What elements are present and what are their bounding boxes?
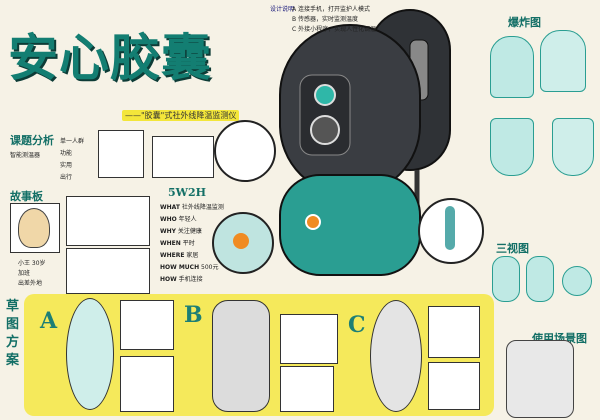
- story-frame: [66, 196, 150, 246]
- design-label: 设计说明: [270, 6, 295, 13]
- analysis-item: 单一人群: [60, 138, 85, 145]
- three-view-title: 三视图: [496, 242, 529, 255]
- view-front: [492, 256, 520, 302]
- analysis-item: 出行: [60, 174, 73, 181]
- w5h2-row: WHERE 家居: [160, 252, 199, 259]
- view-top: [562, 266, 592, 296]
- explode-part: [552, 118, 594, 176]
- w5h2-title: 5W2H: [168, 186, 207, 199]
- sketch-c-body: [370, 300, 422, 412]
- sketch-label-a: A: [40, 308, 58, 334]
- explode-part: [540, 30, 586, 92]
- capsule-render: [279, 9, 451, 276]
- usage-hand-phone: [506, 340, 574, 418]
- story-text: 出差外地: [18, 280, 43, 287]
- explode-title: 爆炸图: [508, 16, 541, 29]
- w5h2-row: WHY 关注健康: [160, 228, 202, 235]
- w5h2-row: WHO 年轻人: [160, 216, 197, 223]
- indicator-icon: [233, 233, 249, 249]
- detail-circle-top: [214, 120, 276, 182]
- story-text: 小王 30岁: [18, 260, 46, 267]
- port-icon: [445, 206, 455, 250]
- analysis-item: 实用: [60, 162, 73, 169]
- storyboard-title: 故事板: [10, 190, 43, 203]
- analysis-title: 课题分析: [10, 134, 54, 147]
- w5h2-row: HOW MUCH 500元: [160, 264, 219, 271]
- analysis-tree: 单一人群 功能 实用 出行: [60, 138, 84, 182]
- sketch-title: 草图方案: [6, 299, 20, 368]
- page-subtitle: ——"胶囊"式社外线降温监测仪: [122, 110, 240, 121]
- page-title: 安心胶囊: [8, 28, 212, 87]
- analysis-left: 智能测温器: [10, 152, 41, 159]
- sketch-a-body: [66, 298, 114, 410]
- view-side: [526, 256, 554, 302]
- sketch-c-view: [428, 362, 480, 410]
- w5h2-table: WHAT 社外线降温监测 WHO 年轻人 WHY 关注健康 WHEN 平时 WH…: [160, 204, 230, 284]
- design-notes: A 连接手机，打开监护人模式 B 传感器，实时监测温度 C 外接小程序，实现人性…: [292, 6, 377, 33]
- sketch-b-view: [280, 366, 334, 412]
- w5h2-row: HOW 手机连接: [160, 276, 203, 283]
- sketch-b-view: [280, 314, 338, 364]
- sketch-a-view: [120, 356, 174, 412]
- sketch-b-body: [212, 300, 270, 412]
- explode-part: [490, 118, 534, 176]
- story-frame: [66, 248, 150, 294]
- sketch-label-b: B: [184, 302, 203, 328]
- person-icon: [18, 208, 50, 248]
- w5h2-row: WHAT 社外线降温监测: [160, 204, 224, 211]
- analysis-box: [98, 130, 144, 178]
- explode-part: [490, 36, 534, 98]
- sketch-label-c: C: [348, 312, 366, 338]
- sketch-a-view: [120, 300, 174, 350]
- sketch-c-view: [428, 306, 480, 358]
- analysis-box-2: [152, 136, 214, 178]
- story-text: 加班: [18, 270, 31, 277]
- analysis-item: 功能: [60, 150, 73, 157]
- w5h2-row: WHEN 平时: [160, 240, 195, 247]
